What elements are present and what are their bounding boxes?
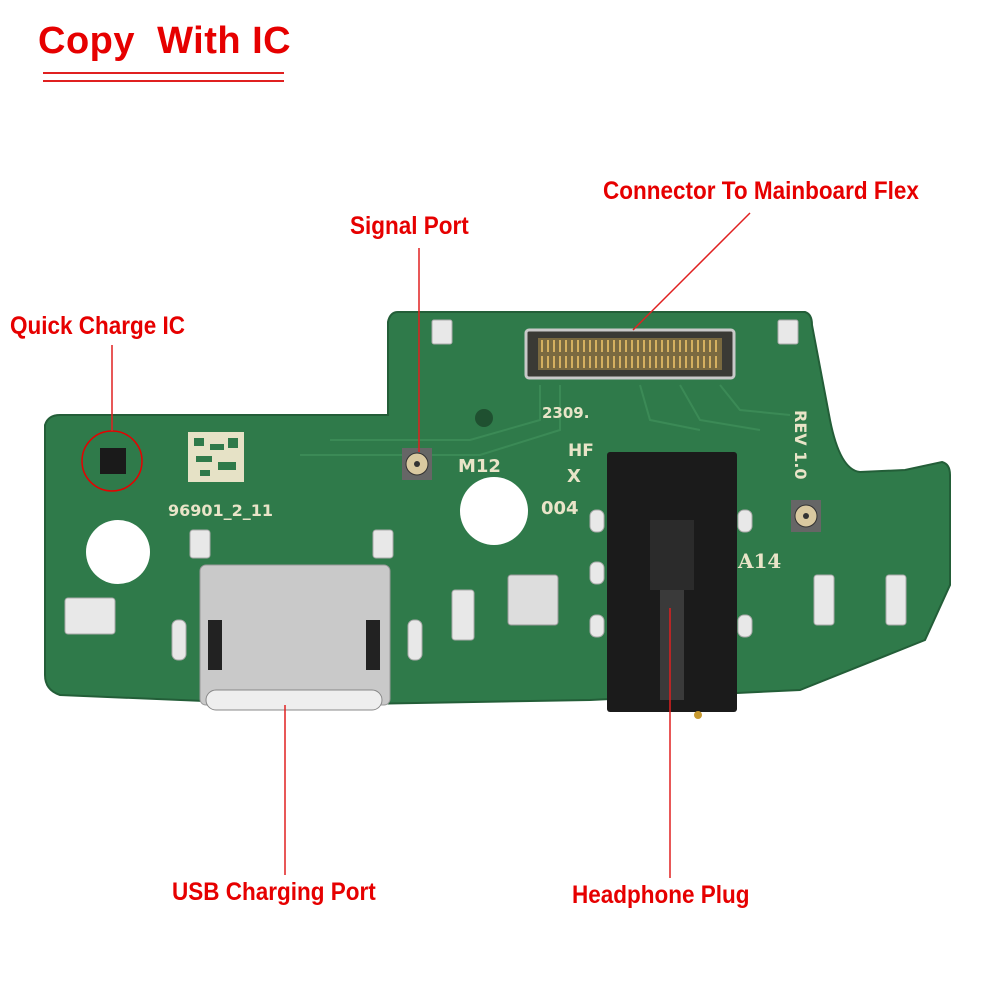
title-underline — [43, 72, 284, 74]
board-date-code: 2309. — [542, 404, 589, 422]
page-title: Copy With IC — [38, 20, 292, 62]
usb-c-port — [199, 564, 391, 711]
callout-quick-charge-ic: Quick Charge IC — [10, 312, 186, 340]
board-x-mark: X — [567, 466, 581, 487]
callout-usb-port: USB Charging Port — [172, 878, 376, 906]
board-model: M12 — [458, 456, 501, 477]
signal-port-connector — [791, 500, 821, 532]
callout-signal-port: Signal Port — [350, 212, 469, 240]
mounting-hole — [460, 477, 528, 545]
signal-port-connector — [402, 448, 432, 480]
board-revision: REV 1.0 — [791, 410, 810, 480]
board-code: 004 — [541, 498, 579, 519]
quick-charge-ic-chip — [100, 448, 126, 474]
board-connector — [524, 328, 736, 380]
callout-headphone: Headphone Plug — [572, 881, 750, 909]
microphone — [507, 574, 559, 626]
mounting-hole — [86, 520, 150, 584]
title-underline — [43, 80, 284, 82]
board-hf-mark: HF — [568, 441, 594, 461]
callout-connector: Connector To Mainboard Flex — [603, 177, 919, 205]
headphone-jack — [607, 452, 737, 719]
callout-line-connector — [632, 212, 751, 331]
board-part-number: 96901_2_11 — [168, 501, 273, 520]
board-variant: A14 — [737, 549, 781, 573]
